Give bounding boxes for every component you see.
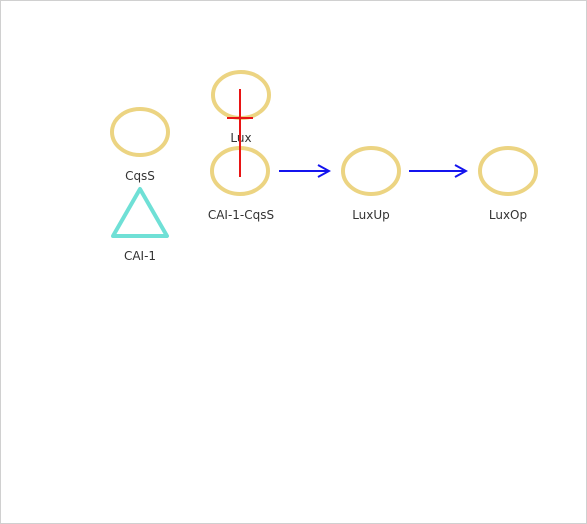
node-cai1[interactable]: CAI-1 [111, 187, 169, 263]
node-cqss[interactable]: CqsS [110, 107, 170, 183]
luxup-ellipse [341, 146, 401, 196]
luxop-ellipse [478, 146, 538, 196]
luxup-label: LuxUp [352, 208, 390, 222]
edge-inhibition-cross[interactable] [227, 89, 253, 177]
cqss-ellipse [110, 107, 170, 157]
cai1-cqss-label: CAI-1-CqsS [208, 208, 274, 222]
cai1-label: CAI-1 [124, 249, 156, 263]
cqss-label: CqsS [125, 169, 155, 183]
cai1-triangle [111, 187, 169, 238]
node-luxup[interactable]: LuxUp [341, 146, 401, 222]
luxop-label: LuxOp [489, 208, 527, 222]
node-luxop[interactable]: LuxOp [478, 146, 538, 222]
